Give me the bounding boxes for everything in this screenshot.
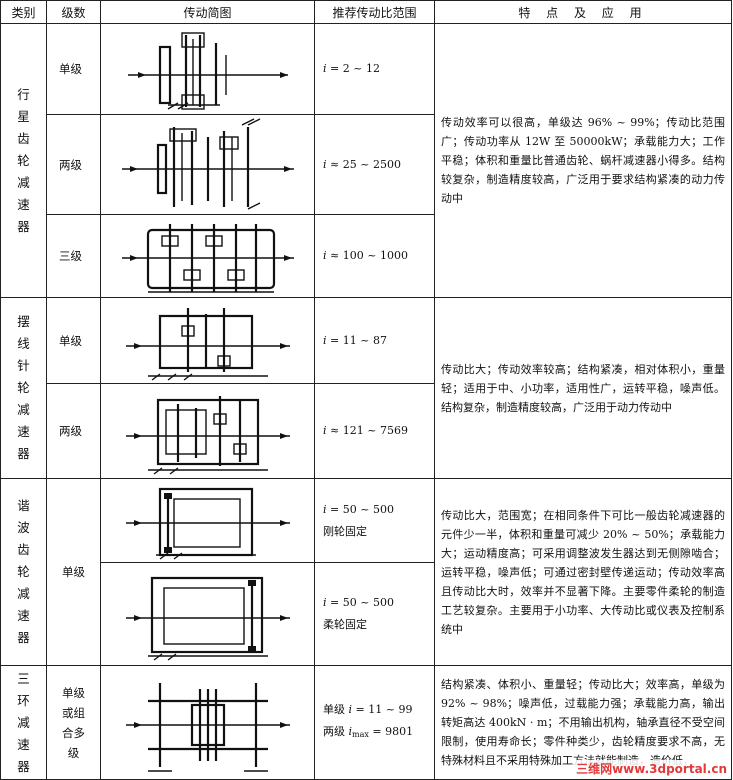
ratio-cell: i ≈ 100 ~ 1000 (314, 214, 435, 298)
header-row: 类别 级数 传动简图 推荐传动比范围 特 点 及 应 用 (0, 0, 732, 24)
level-cell: 三级 (46, 214, 101, 298)
table-row: i = 50 ~ 500 柔轮固定 (1, 562, 732, 666)
header-ratio: 推荐传动比范围 (314, 0, 435, 24)
planetary-two-stage-diagram-icon (100, 114, 315, 215)
ratio-cell: i ≈ 25 ~ 2500 (314, 114, 435, 215)
ratio-cell: i ≈ 121 ~ 7569 (314, 383, 435, 479)
category-harmonic: 谐波齿轮减速器 (0, 478, 47, 666)
category-planetary: 行星齿轮减速器 (0, 23, 47, 298)
ratio-cell: i = 2 ~ 12 (314, 23, 435, 115)
level-cell: 单级 (46, 23, 101, 115)
planetary-three-stage-diagram-icon (100, 214, 315, 298)
category-three-ring: 三环减速器 (0, 665, 47, 780)
table-row: 摆线针轮减速器 单级 i = 11 ~ 87 传动比大；传动效率较高；结构紧凑，… (0, 297, 732, 479)
features-planetary: 传动效率可以很高，单级达 96% ~ 99%；传动比范围广；传动功率从 12W … (434, 23, 732, 298)
table-row: 谐波齿轮减速器 单级 i = 50 ~ 500 刚轮固定 传动比大，范围宽；在相… (0, 478, 732, 666)
ratio-cell: i = 50 ~ 500 柔轮固定 (314, 562, 435, 666)
table-row: 三级 i ≈ 100 ~ 1000 (1, 214, 732, 298)
ratio-note: 柔轮固定 (323, 618, 367, 631)
cycloid-two-stage-diagram-icon (100, 383, 315, 479)
cycloid-single-stage-diagram-icon (100, 297, 315, 384)
category-cycloid: 摆线针轮减速器 (0, 297, 47, 479)
features-harmonic: 传动比大，范围宽；在相同条件下可比一般齿轮减速器的元件少一半，体积和重量可减少 … (434, 478, 732, 666)
planetary-single-stage-diagram-icon (100, 23, 315, 115)
header-level: 级数 (46, 0, 101, 24)
header-diagram: 传动简图 (100, 0, 315, 24)
harmonic-flex-fixed-diagram-icon (100, 562, 315, 666)
level-cell: 单级 (46, 297, 101, 384)
table-row: 两级 i ≈ 25 ~ 2500 (1, 114, 732, 215)
harmonic-rigid-fixed-diagram-icon (100, 478, 315, 563)
table-row: 行星齿轮减速器 单级 i = 2 ~ 12 传动效率可以很高，单级达 96% (0, 23, 732, 298)
ratio-note: 刚轮固定 (323, 524, 367, 538)
ratio-cell: 单级 i = 11 ~ 99 两级 imax = 9801 (314, 665, 435, 780)
header-category: 类别 (0, 0, 47, 24)
features-cycloid: 传动比大；传动效率较高；结构紧凑，相对体积小，重量轻；适用于中、小功率，适用性广… (434, 297, 732, 479)
header-features: 特 点 及 应 用 (434, 0, 732, 24)
level-cell: 两级 (46, 114, 101, 215)
three-ring-diagram-icon (100, 665, 315, 780)
watermark-logo: 三维网www.3dportal.cn (574, 760, 729, 777)
ratio-cell: i = 11 ~ 87 (314, 297, 435, 384)
level-cell: 两级 (46, 383, 101, 479)
ratio-cell: i = 50 ~ 500 刚轮固定 (314, 478, 435, 563)
level-cell: 单级或组合多级 (46, 665, 101, 780)
level-cell: 单级 (46, 478, 101, 666)
